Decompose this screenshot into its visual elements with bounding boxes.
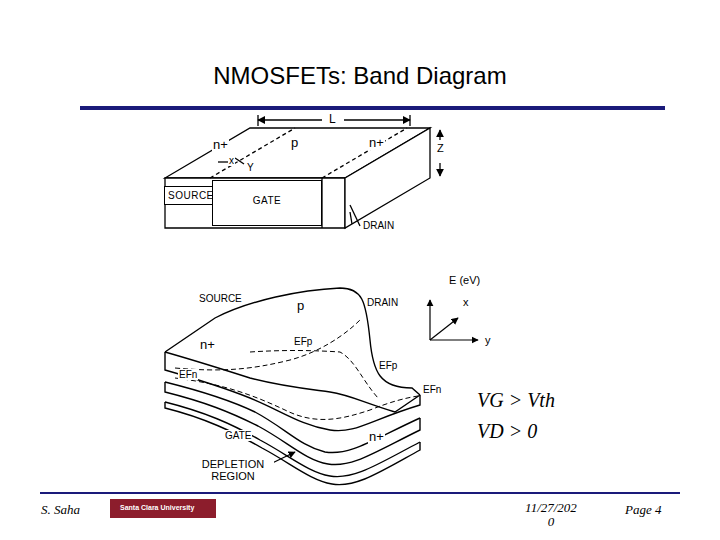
footer-rule — [40, 492, 680, 494]
gate-box: GATE — [212, 180, 322, 226]
axes — [262, 300, 478, 468]
region-label: n+ — [212, 138, 229, 152]
title-rule — [80, 106, 665, 110]
region-label: DEPLETION REGION — [192, 458, 274, 482]
fermi-level-label: EFp — [293, 336, 313, 347]
fermi-level-label: EFn — [178, 369, 198, 380]
terminal-label: GATE — [224, 430, 252, 441]
dimension-label: L — [328, 113, 337, 126]
region-label: n+ — [368, 430, 385, 444]
node-text: GATE — [217, 195, 317, 206]
axis-label: x — [228, 155, 235, 166]
band-surfaces — [165, 288, 420, 485]
mosfet-block — [165, 115, 440, 228]
axis-label: x — [462, 296, 470, 308]
node-text: SOURCE — [168, 190, 216, 201]
author: S. Saha — [40, 503, 81, 517]
slide-title: NMOSFETs: Band Diagram — [0, 62, 720, 90]
bias-condition: VG > Vth — [476, 389, 556, 411]
axis-label: Y — [246, 162, 255, 173]
region-label: p — [290, 136, 299, 150]
terminal-label: DRAIN — [366, 297, 399, 308]
region-label: n+ — [368, 136, 385, 150]
date: 11/27/202 0 — [520, 501, 582, 530]
fermi-level-label: EFp — [378, 360, 398, 371]
logo-text: Santa Clara University — [119, 504, 195, 512]
logo — [110, 499, 216, 518]
region-label: n+ — [199, 338, 216, 352]
page-number: Page 4 — [624, 503, 662, 517]
bias-condition: VD > 0 — [476, 420, 538, 442]
terminal-label: DRAIN — [362, 220, 395, 231]
fermi-levels — [175, 320, 418, 419]
axis-label: y — [484, 334, 492, 346]
dimension-label: Z — [436, 142, 445, 154]
fermi-level-label: EFn — [422, 384, 442, 395]
region-label: p — [296, 299, 305, 313]
terminal-label: SOURCE — [198, 293, 243, 304]
axis-label: E (eV) — [448, 274, 481, 286]
